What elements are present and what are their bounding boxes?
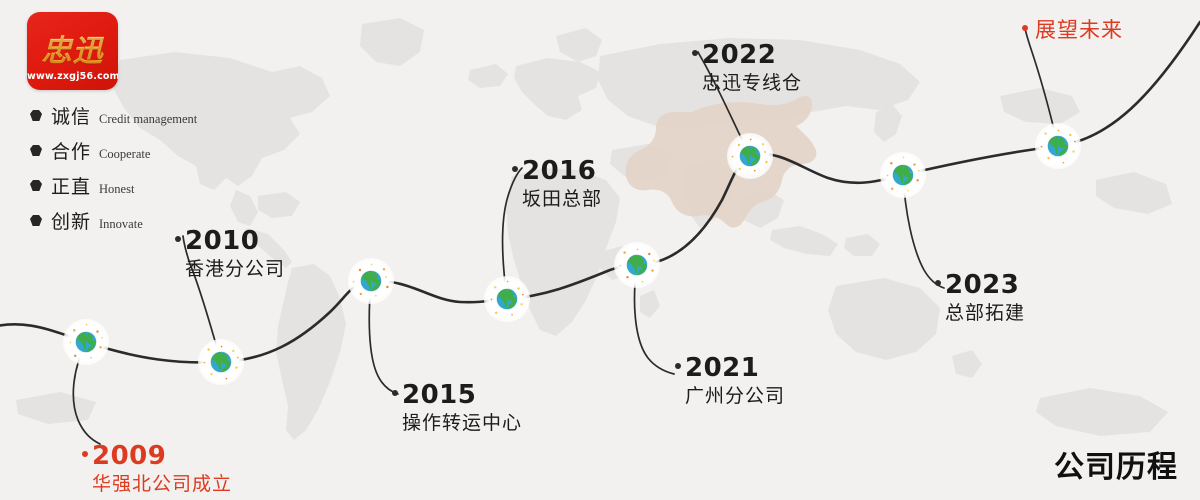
timeline-globe-marker[interactable]	[63, 319, 109, 365]
future-outlook-dot	[1022, 24, 1028, 31]
timeline-entry-year: 2010	[185, 226, 260, 256]
future-outlook-label[interactable]: 展望未来	[1022, 14, 1123, 44]
core-values-list: 诚信 Credit management 合作 Cooperate 正直 Honest 创新…	[30, 102, 197, 242]
timeline-connector	[368, 280, 399, 395]
timeline-entry-year: 2021	[685, 353, 760, 383]
marker-sparkles	[490, 280, 524, 316]
core-value-row: 创新 Innovate	[30, 207, 197, 242]
core-value-cn: 诚信	[51, 107, 92, 128]
timeline-globe-marker[interactable]	[348, 258, 394, 304]
timeline-globe-marker[interactable]	[727, 133, 773, 179]
core-value-en: Credit management	[99, 112, 198, 126]
timeline-entry-year: 2023	[945, 270, 1020, 300]
timeline-globe-marker[interactable]	[1035, 123, 1081, 169]
company-logo[interactable]: 忠迅 www.zxgj56.com	[27, 12, 118, 90]
globe-icon	[210, 351, 232, 373]
timeline-entry[interactable]: 2016 坂田总部	[512, 158, 602, 211]
timeline-globe-marker[interactable]	[880, 152, 926, 198]
globe-icon	[75, 331, 97, 353]
marker-sparkles	[203, 345, 239, 380]
timeline-entry[interactable]: 2021 广州分公司	[675, 355, 785, 408]
timeline-connector	[182, 235, 222, 363]
globe-icon	[496, 288, 518, 310]
core-value-cn: 合作	[51, 142, 92, 163]
timeline-connectors	[72, 27, 1059, 445]
timeline-entry-year: 2016	[522, 156, 597, 186]
timeline-globe-marker[interactable]	[484, 276, 530, 322]
globe-icon	[360, 270, 382, 292]
timeline-entry[interactable]: 2022 忠迅专线仓	[692, 42, 802, 95]
timeline-entry-dot	[692, 49, 698, 56]
core-value-en: Innovate	[99, 217, 143, 231]
future-outlook-text: 展望未来	[1035, 19, 1123, 42]
timeline-entry[interactable]: 2009 华强北公司成立	[82, 443, 232, 496]
marker-sparkles	[69, 323, 103, 359]
timeline-entry-year: 2022	[702, 40, 777, 70]
timeline-entry-desc: 操作转运中心	[402, 413, 523, 434]
page-title: 公司历程	[1054, 451, 1178, 484]
core-value-row: 诚信 Credit management	[30, 102, 197, 137]
bullet-diamond-icon	[30, 215, 42, 226]
timeline-entry-desc: 香港分公司	[185, 259, 286, 280]
globe-icon	[626, 254, 648, 276]
timeline-entry-desc: 坂田总部	[522, 189, 603, 210]
globe-icon	[892, 164, 914, 186]
marker-sparkles	[1040, 129, 1076, 164]
timeline-connector	[72, 341, 101, 445]
marker-sparkles	[352, 263, 389, 297]
core-value-row: 正直 Honest	[30, 172, 197, 207]
core-value-cn: 正直	[51, 177, 92, 198]
marker-sparkles	[619, 248, 655, 283]
timeline-entry-dot	[392, 389, 398, 396]
bullet-diamond-icon	[30, 180, 42, 191]
timeline-entry-desc: 广州分公司	[685, 386, 786, 407]
timeline-entry[interactable]: 2023 总部拓建	[935, 272, 1025, 325]
timeline-globe-marker[interactable]	[198, 339, 244, 385]
marker-sparkles	[886, 156, 920, 192]
core-value-en: Cooperate	[99, 147, 151, 161]
timeline-entry-dot	[512, 165, 518, 172]
bullet-diamond-icon	[30, 110, 42, 121]
timeline-connector	[501, 167, 523, 300]
timeline-entry-dot	[675, 362, 681, 369]
timeline-entry-desc: 华强北公司成立	[92, 474, 233, 495]
timeline-entry-desc: 忠迅专线仓	[702, 73, 803, 94]
timeline-connector	[633, 264, 675, 375]
logo-url-text: www.zxgj56.com	[27, 71, 118, 82]
globe-icon	[739, 145, 761, 167]
timeline-entry[interactable]: 2015 操作转运中心	[392, 382, 522, 435]
timeline-entry-desc: 总部拓建	[945, 303, 1026, 324]
bullet-diamond-icon	[30, 145, 42, 156]
core-value-row: 合作 Cooperate	[30, 137, 197, 172]
core-value-en: Honest	[99, 182, 135, 196]
timeline-entry-year: 2009	[92, 441, 167, 471]
marker-sparkles	[731, 138, 768, 172]
timeline-entry-dot	[82, 450, 88, 457]
timeline-connector	[697, 51, 751, 157]
timeline-entry[interactable]: 2010 香港分公司	[175, 228, 285, 281]
timeline-entry-dot	[935, 279, 941, 286]
logo-brand-text: 忠迅	[27, 26, 118, 70]
timeline-entry-year: 2015	[402, 380, 477, 410]
china-highlight	[625, 96, 817, 228]
globe-icon	[1047, 135, 1069, 157]
timeline-globe-marker[interactable]	[614, 242, 660, 288]
core-value-cn: 创新	[51, 212, 92, 233]
timeline-entry-dot	[175, 235, 181, 242]
timeline-connector	[1024, 27, 1059, 147]
